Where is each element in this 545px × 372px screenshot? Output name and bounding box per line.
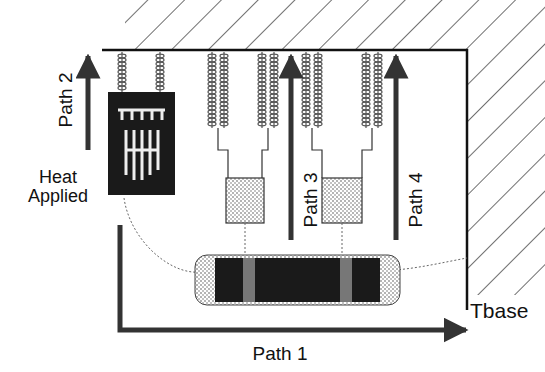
heat-label: Heat Applied	[8, 168, 108, 206]
lead-component	[312, 128, 372, 223]
path-label: Path 1	[253, 344, 308, 364]
base-temperature-label: Tbase	[470, 300, 528, 322]
lead-component	[218, 128, 268, 223]
resistor-symbol	[195, 255, 400, 305]
heated-chip	[108, 92, 175, 195]
base-boundary	[102, 50, 467, 310]
path-label: Path 2	[56, 73, 76, 128]
heat-path-arrows	[88, 56, 466, 330]
base-hatching	[125, 0, 545, 295]
path-label: Path 4	[406, 173, 426, 228]
path-label: Path 3	[301, 173, 321, 228]
